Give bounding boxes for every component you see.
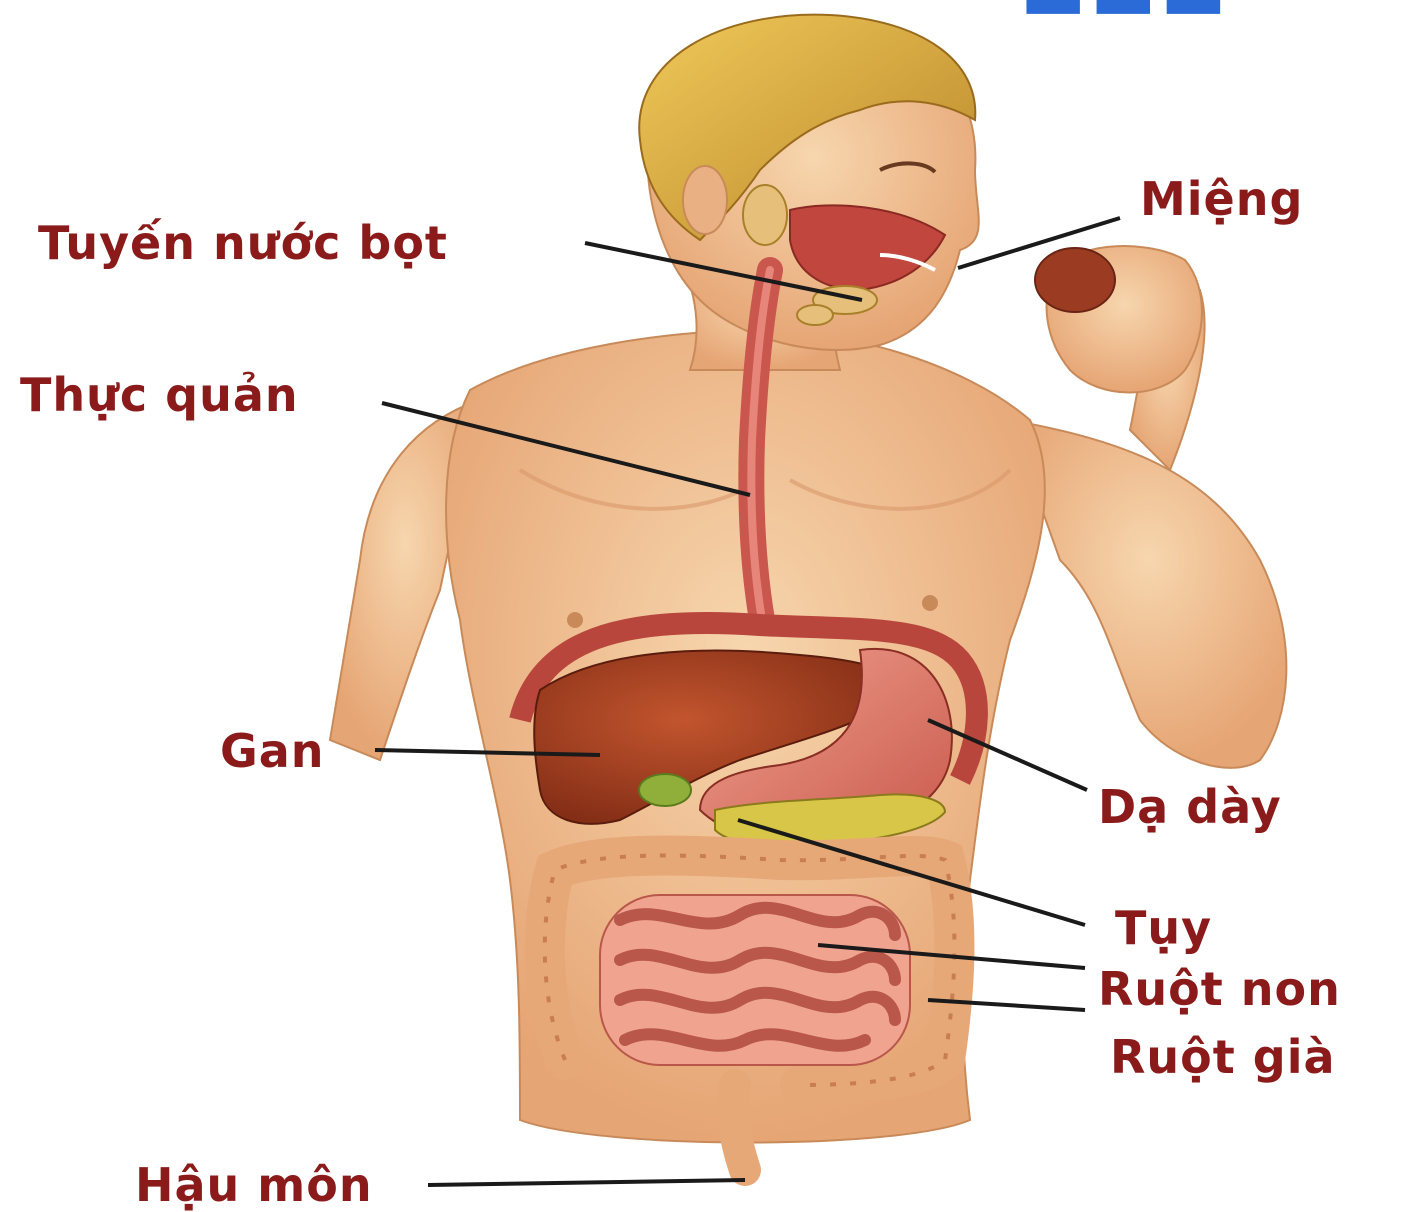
label-small-intestine: Ruột non (1098, 966, 1341, 1012)
label-anus: Hậu môn (135, 1162, 373, 1208)
label-large-intestine: Ruột già (1110, 1034, 1336, 1080)
gallbladder (639, 774, 691, 806)
small-intestine (600, 895, 910, 1065)
label-pancreas: Tụy (1115, 905, 1212, 951)
label-esophagus: Thực quản (20, 372, 299, 418)
label-mouth: Miệng (1140, 176, 1303, 222)
leader-anus (428, 1180, 745, 1185)
label-salivary-glands: Tuyến nước bọt (38, 220, 448, 266)
label-stomach: Dạ dày (1098, 784, 1282, 830)
rectum (733, 1085, 745, 1170)
clipped-title-fragment: ▬▬▬ (1020, 0, 1230, 30)
label-liver: Gan (220, 728, 325, 774)
